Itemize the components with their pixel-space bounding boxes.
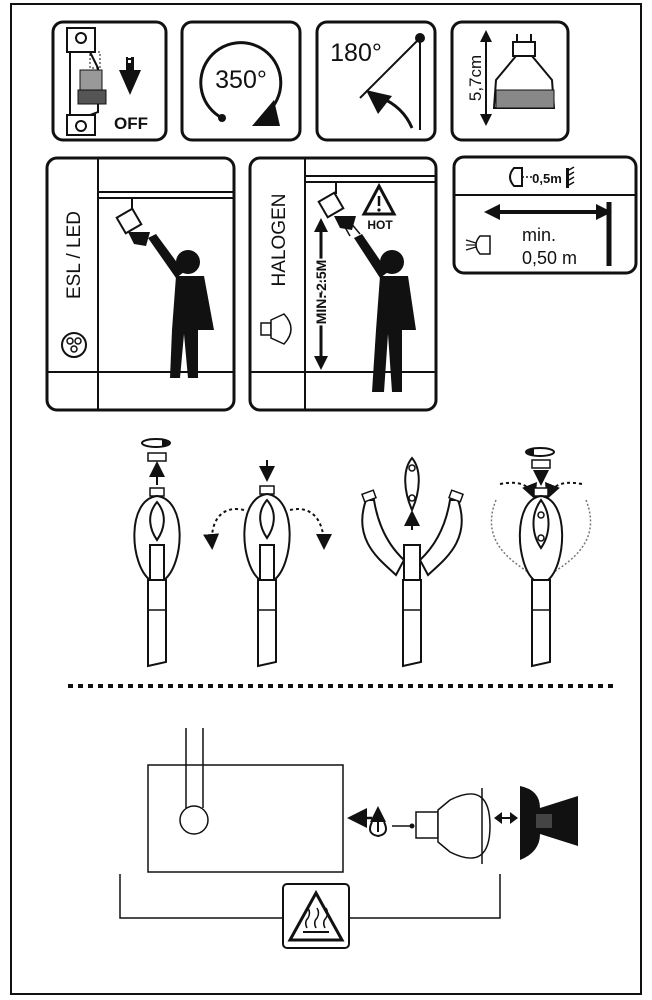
step-3 — [361, 456, 464, 668]
gu10-bulb-icon — [480, 30, 556, 126]
distance-min-label: min. — [522, 225, 556, 245]
step-4 — [490, 447, 592, 668]
person-adjusting-lamp-icon — [317, 182, 416, 392]
hot-surface-warning-icon — [282, 883, 350, 949]
distance-value-label: 0,50 m — [522, 248, 577, 268]
step-2 — [203, 460, 332, 668]
min-height-label: MIN. 2.5M — [313, 260, 329, 325]
off-label: OFF — [114, 114, 148, 133]
hot-warning-icon — [361, 182, 397, 216]
hot-label: HOT — [367, 218, 393, 232]
esl-led-label: ESL / LED — [64, 211, 85, 299]
panel-distance: 0,5m min. 0,50 m — [452, 155, 638, 275]
min-height-arrow — [314, 218, 328, 370]
bulb-replacement-icon — [119, 728, 578, 919]
rotation-arrow-icon — [199, 41, 283, 126]
clip-spring-steps-icon — [133, 438, 592, 668]
distance-top-label: 0,5m — [532, 171, 562, 186]
tilt-label: 180° — [330, 39, 382, 67]
bulb-height-label: 5,7cm — [466, 55, 485, 101]
panel-rotation: 350° — [180, 20, 302, 142]
panel-off: OFF — [51, 20, 168, 142]
distance-to-wall-icon — [465, 166, 612, 266]
halogen-bulb-icon — [260, 313, 292, 345]
tilt-angle-icon — [359, 33, 425, 130]
halogen-label: HALOGEN — [269, 194, 290, 287]
panel-halogen: HALOGEN MIN. 2.5M HOT — [248, 156, 438, 412]
led-base-icon — [61, 332, 87, 358]
switch-off-icon — [66, 27, 141, 136]
step-1 — [133, 438, 181, 668]
panel-esl-led: ESL / LED — [45, 156, 236, 412]
rotation-label: 350° — [215, 66, 267, 94]
panel-bulb-height: 5,7cm — [450, 20, 570, 142]
person-adjusting-lamp-icon — [115, 198, 214, 378]
sheet-border — [10, 3, 642, 995]
panel-tilt: 180° — [315, 20, 437, 142]
